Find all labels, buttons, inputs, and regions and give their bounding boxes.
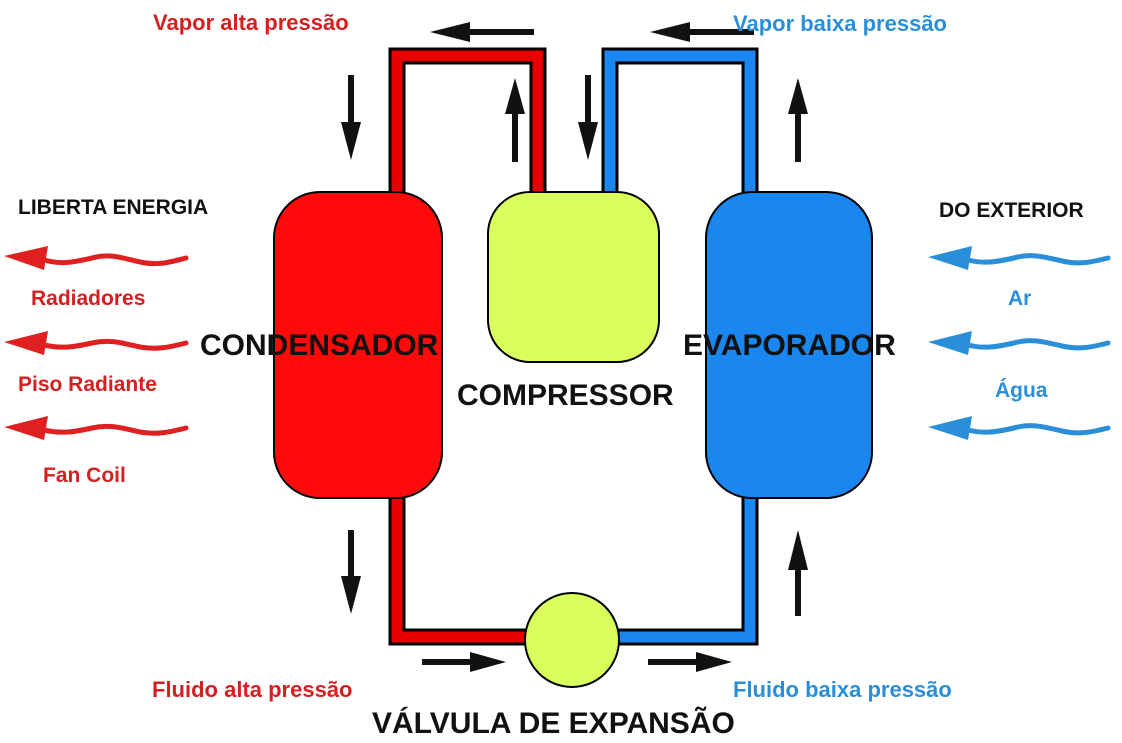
fluid-high-pressure-label: Fluido alta pressão [152,677,353,702]
vapor-low-pressure-label: Vapor baixa pressão [733,11,947,36]
flow-arrows [341,22,808,672]
condenser-body [273,191,443,499]
heat-wave-arrow-icon [4,416,189,440]
input-water-label: Água [995,379,1048,402]
vapor-high-pressure-label: Vapor alta pressão [153,10,349,35]
evaporator-label: EVAPORADOR [683,329,896,362]
cold-pipe-top-fill [604,50,756,192]
energy-input-arrows [928,246,1111,440]
release-energy-label: LIBERTA ENERGIA [18,196,208,219]
fluid-low-pressure-label: Fluido baixa pressão [733,677,952,702]
flow-arrow-icon [788,530,808,616]
heat-wave-arrow-icon [928,416,1111,440]
cold-pipe-bottom [615,497,759,646]
evaporator-body [705,191,873,499]
compressor-label: COMPRESSOR [457,379,674,412]
output-fan-coil-label: Fan Coil [43,464,126,487]
condenser-label: CONDENSADOR [200,329,439,362]
flow-arrow-icon [505,78,525,162]
compressor-body [487,191,660,363]
cold-pipe-bottom-fill [615,497,756,643]
hot-pipe-bottom-fill [391,497,530,643]
flow-arrow-icon [422,652,506,672]
heat-wave-arrow-icon [928,246,1111,270]
expansion-valve-body [524,592,620,688]
heat-output-arrows [4,246,189,440]
cold-pipe-top [601,47,759,192]
heat-wave-arrow-icon [4,246,189,270]
flow-arrow-icon [341,530,361,614]
output-radiant-floor-label: Piso Radiante [18,373,157,396]
from-outside-label: DO EXTERIOR [939,199,1084,222]
output-radiators-label: Radiadores [31,287,145,310]
flow-arrow-icon [430,22,534,42]
flow-arrow-icon [578,75,598,160]
flow-arrow-icon [648,652,732,672]
input-air-label: Ar [1008,287,1031,310]
hot-pipe-bottom [388,497,530,646]
expansion-valve-label: VÁLVULA DE EXPANSÃO [372,706,735,740]
flow-arrow-icon [650,22,754,42]
heat-wave-arrow-icon [4,331,189,355]
hot-pipe-top-fill [391,50,544,192]
flow-arrow-icon [341,75,361,160]
heat-wave-arrow-icon [928,331,1111,355]
flow-arrow-icon [788,78,808,162]
